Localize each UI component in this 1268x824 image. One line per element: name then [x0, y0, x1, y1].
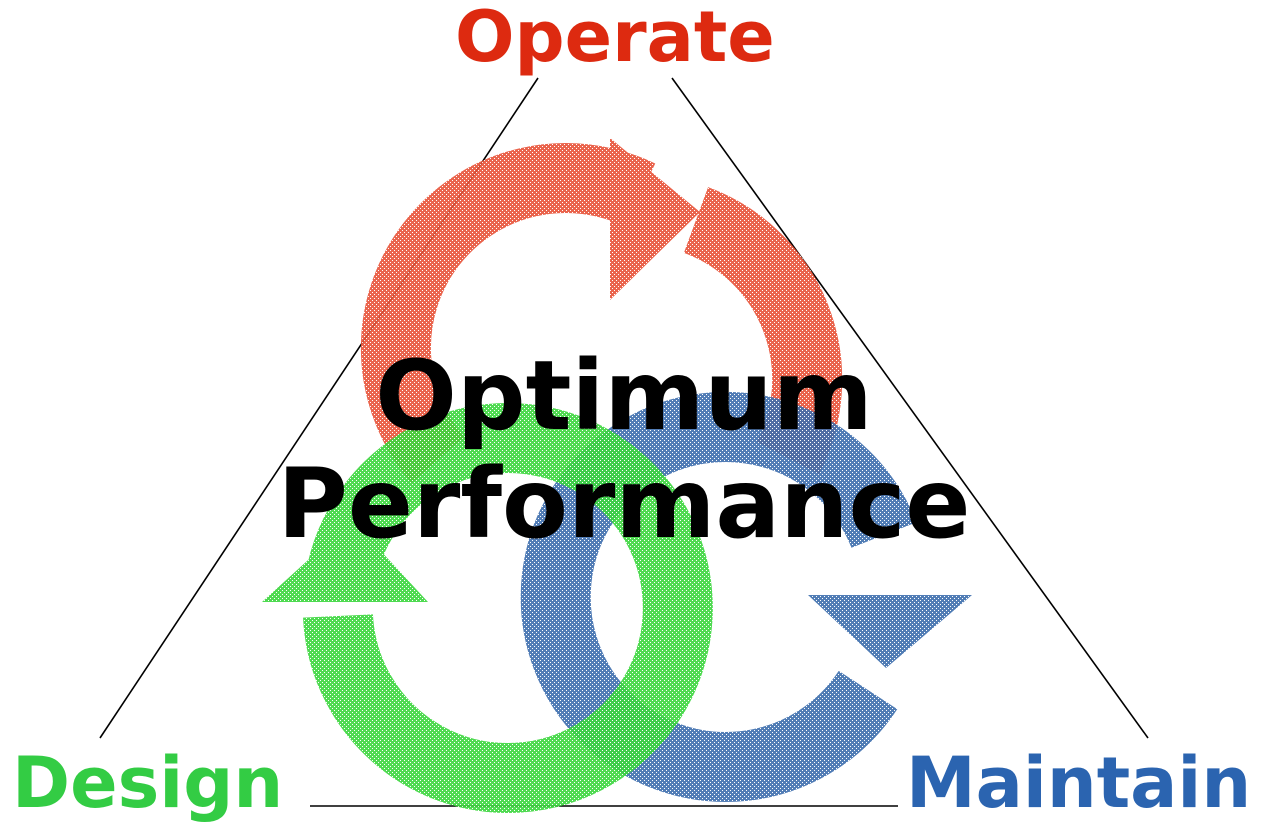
maintain-label: Maintain [906, 742, 1252, 824]
design-cycle-arrow-icon [262, 403, 713, 813]
center-title-line-2: Performance [277, 448, 971, 560]
triangle-edge-right [671, 77, 1149, 739]
maintain-cycle-arrow-icon [520, 392, 972, 802]
operate-label: Operate [455, 0, 775, 78]
center-title-line-1: Optimum [375, 340, 873, 452]
center-title: Optimum Performance [250, 342, 998, 558]
design-label: Design [12, 742, 284, 824]
